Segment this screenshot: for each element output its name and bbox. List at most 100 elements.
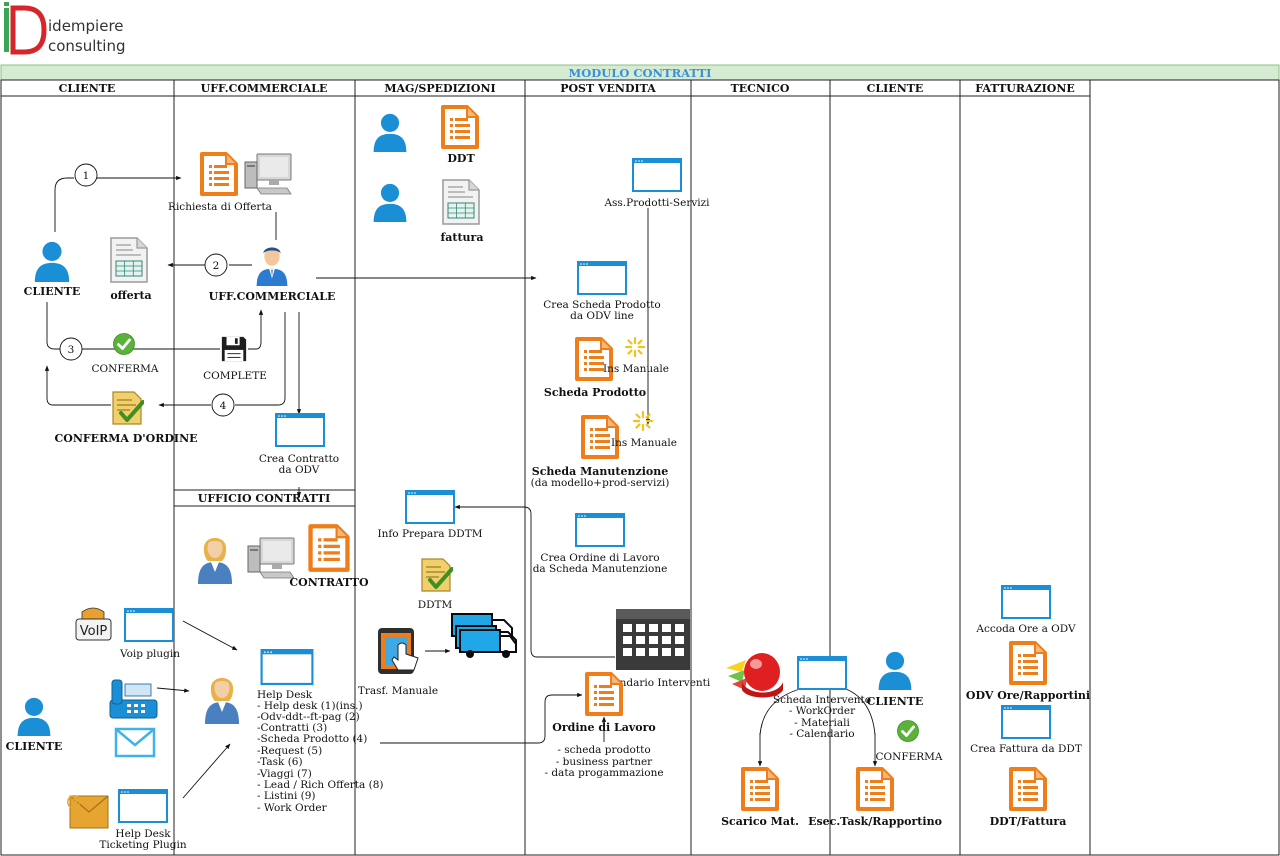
- cliente-tecnico-label: CLIENTE: [867, 695, 924, 708]
- crea-ordine-label-1: Crea Ordine di Lavoro: [540, 552, 659, 564]
- logo-text-2: consulting: [48, 37, 126, 55]
- ordine-lavoro-list: - scheda prodotto - business partner - d…: [544, 744, 663, 779]
- ordine-list-item: - business partner: [556, 756, 653, 768]
- voip-text: VoIP: [80, 624, 108, 639]
- scheda-manutenzione-sub: (da modello+prod-servizi): [531, 477, 670, 489]
- cliente-bottom-label: CLIENTE: [6, 740, 63, 753]
- scheda-intervento-window-icon: [797, 656, 847, 690]
- voip-plugin-label: Voip plugin: [119, 648, 180, 660]
- spreadsheet-doc-icon: [110, 237, 148, 283]
- helpdesk-list-item: -Odv-ddt--ft-pag (2): [257, 711, 360, 723]
- step-marker-4: 4: [211, 393, 235, 417]
- svg-text:@: @: [66, 791, 82, 810]
- svg-text:1: 1: [83, 170, 90, 182]
- confirmed-order-icon: [111, 390, 144, 426]
- person-icon: [34, 241, 70, 282]
- businesswoman-icon: [205, 678, 239, 724]
- crea-scheda-window-icon: [577, 261, 627, 295]
- crea-fattura-label: Crea Fattura da DDT: [970, 743, 1082, 755]
- odv-ore-label: ODV Ore/Rapportini: [966, 689, 1090, 702]
- helpdesk-list-item: - Work Order: [257, 802, 328, 814]
- person-icon: [373, 113, 407, 152]
- helpdesk-list-item: -Scheda Prodotto (4): [257, 733, 367, 745]
- cliente-label: CLIENTE: [24, 285, 81, 298]
- svg-text:4: 4: [220, 400, 227, 412]
- crea-contratto-label-1: Crea Contratto: [259, 453, 339, 465]
- scheda-prodotto-label: Scheda Prodotto: [544, 386, 646, 399]
- ddt-fattura-label: DDT/Fattura: [990, 815, 1067, 828]
- person-icon: [878, 651, 912, 690]
- email-icon: [114, 727, 156, 758]
- lane-header-uff-commerciale: UFF.COMMERCIALE: [201, 82, 328, 95]
- delivery-trucks-icon: [451, 613, 517, 658]
- helpdesk-list-item: Help Desk: [257, 689, 313, 701]
- sub-lane-ufficio-contratti: UFFICIO CONTRATTI: [198, 492, 330, 505]
- ordine-list-item: - scheda prodotto: [557, 744, 650, 756]
- businessman-icon: [256, 246, 288, 286]
- complete-label: COMPLETE: [203, 370, 267, 382]
- helpdesk-list-item: -Contratti (3): [257, 722, 327, 734]
- accoda-ore-label: Accoda Ore a ODV: [975, 623, 1076, 635]
- lane-header-tecnico: TECNICO: [731, 82, 790, 95]
- outer-frame: [0, 79, 1280, 856]
- orange-document-icon: [1009, 641, 1047, 685]
- lane-header-fatturazione: FATTURAZIONE: [975, 82, 1075, 95]
- calendario-label: Calendario Interventi: [596, 677, 711, 689]
- businesswoman-icon: [198, 538, 232, 584]
- module-title: MODULO CONTRATTI: [568, 66, 711, 80]
- orange-document-icon: [1009, 767, 1047, 811]
- scheda-intervento-item: - Calendario: [789, 728, 854, 740]
- svg-text:2: 2: [213, 260, 220, 272]
- helpdesk-list-item: - Help desk (1)(ins.): [257, 700, 363, 712]
- orange-document-icon: [441, 105, 479, 149]
- computer-icon: [244, 153, 292, 195]
- ddtm-label: DDTM: [418, 599, 453, 611]
- helpdesk-plugin-label-2: Ticketing Plugin: [99, 839, 186, 851]
- scarico-mat-label: Scarico Mat.: [721, 815, 799, 828]
- logo-text-1: idempiere: [48, 17, 124, 35]
- person-icon: [373, 183, 407, 222]
- orange-document-icon: [311, 526, 348, 569]
- orange-document-icon: [856, 767, 894, 811]
- sparkle-icon: [624, 336, 646, 358]
- crea-ordine-label-2: da Scheda Manutenzione: [533, 563, 668, 575]
- svg-text:3: 3: [68, 344, 75, 356]
- helpdesk-list-item: - Lead / Rich Offerta (8): [257, 779, 384, 791]
- helpdesk-list-item: -Task (6): [257, 756, 303, 768]
- helpdesk-plugin-window-icon: [118, 789, 168, 823]
- fattura-label: fattura: [441, 231, 484, 244]
- check-icon: [113, 333, 135, 355]
- crea-scheda-label-1: Crea Scheda Prodotto: [543, 299, 660, 311]
- floppy-disk-icon: [221, 336, 247, 362]
- offerta-label: offerta: [110, 289, 151, 302]
- technician-icon: [726, 653, 783, 698]
- lane-dividers: [173, 80, 1091, 855]
- ins-manuale-label-1: Ins Manuale: [603, 363, 669, 375]
- accoda-ore-window-icon: [1001, 585, 1051, 619]
- step-marker-1: 1: [74, 163, 98, 187]
- voip-plugin-window-icon: [124, 608, 174, 642]
- tablet-touch-icon: [378, 628, 419, 674]
- orange-document-icon: [585, 672, 623, 716]
- calendar-icon: [616, 609, 690, 670]
- ordine-lavoro-label: Ordine di Lavoro: [552, 721, 656, 734]
- conferma-label: CONFERMA: [91, 363, 158, 375]
- helpdesk-list-item: - Listini (9): [257, 790, 316, 802]
- trasf-manuale-label: Trasf. Manuale: [358, 685, 438, 697]
- orange-document-icon: [200, 152, 238, 196]
- mail-envelope-icon: @: [66, 791, 109, 829]
- esec-task-label: Esec.Task/Rapportino: [808, 815, 942, 828]
- ins-manuale-label-2: Ins Manuale: [611, 437, 677, 449]
- check-icon: [897, 720, 919, 742]
- info-ddtm-window-icon: [405, 490, 455, 524]
- lane-header-cliente-2: CLIENTE: [867, 82, 924, 95]
- lane-header-cliente: CLIENTE: [59, 82, 116, 95]
- ass-prodotti-window-icon: [632, 158, 682, 192]
- uff-commerciale-label: UFF.COMMERCIALE: [209, 290, 336, 303]
- connectors: [44, 175, 878, 799]
- confirmed-doc-icon: [420, 557, 453, 593]
- contratto-label: CONTRATTO: [289, 576, 369, 589]
- scheda-intervento-item: - WorkOrder: [789, 705, 856, 717]
- scheda-intervento-item: - Materiali: [794, 717, 850, 729]
- scheda-manutenzione-label: Scheda Manutenzione: [532, 465, 668, 478]
